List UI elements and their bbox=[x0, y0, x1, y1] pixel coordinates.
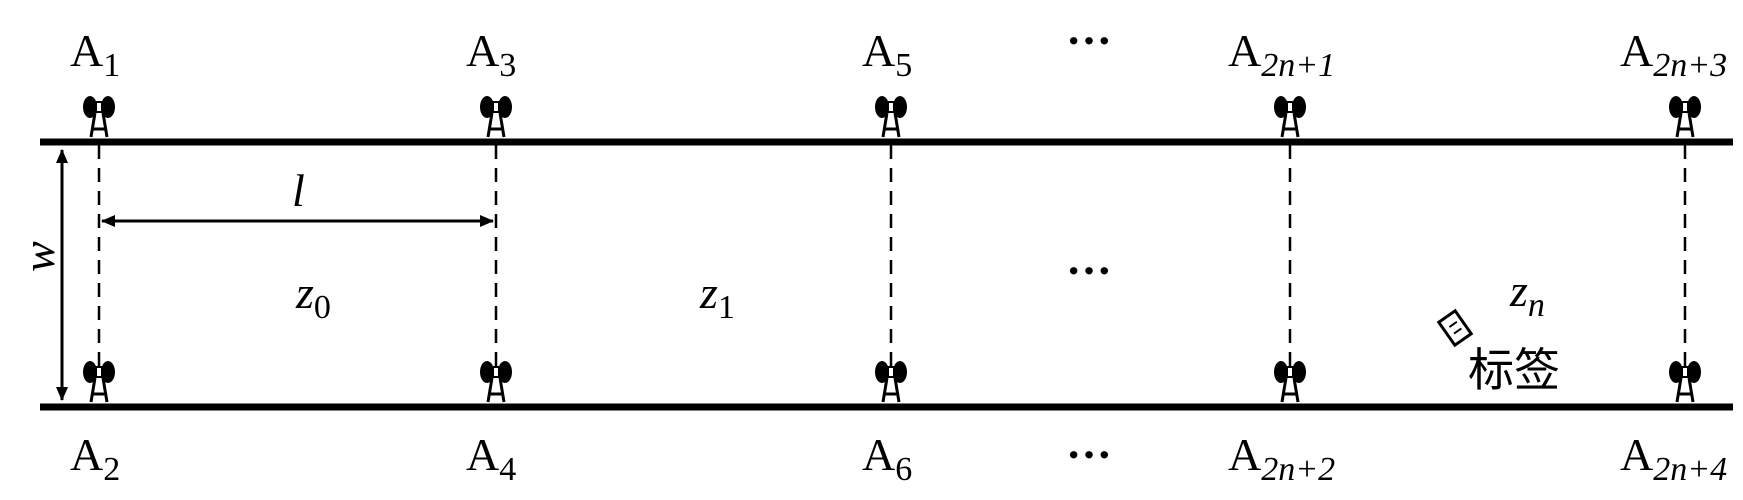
antenna-icon bbox=[873, 359, 909, 404]
antenna-icon bbox=[81, 359, 117, 404]
ellipsis: ··· bbox=[1066, 429, 1113, 480]
anchor-label-top: A1 bbox=[70, 25, 121, 84]
tag-label: 标签 bbox=[1468, 343, 1560, 397]
anchor-label-bottom: A6 bbox=[862, 429, 913, 488]
zone-label: z1 bbox=[700, 267, 735, 326]
antenna-icon bbox=[873, 94, 909, 139]
antenna-icon bbox=[478, 359, 514, 404]
anchor-label-bottom: A2n+2 bbox=[1228, 429, 1336, 488]
anchor-label-top: A3 bbox=[466, 25, 517, 84]
antenna-icon bbox=[81, 94, 117, 139]
zone-label: zn bbox=[1510, 265, 1545, 324]
anchor-label-bottom: A2n+4 bbox=[1620, 429, 1728, 488]
ellipsis: ··· bbox=[1066, 15, 1113, 66]
anchor-label-bottom: A2 bbox=[70, 429, 121, 488]
ellipsis: ··· bbox=[1066, 245, 1113, 296]
antenna-icon bbox=[1272, 359, 1308, 404]
zone-label: z0 bbox=[296, 267, 331, 326]
antenna-icon bbox=[478, 94, 514, 139]
anchor-label-top: A2n+1 bbox=[1228, 25, 1336, 84]
anchor-label-top: A2n+3 bbox=[1620, 25, 1728, 84]
antenna-icon bbox=[1667, 94, 1703, 139]
spacing-label: l bbox=[292, 165, 305, 216]
tag-icon bbox=[1436, 308, 1474, 348]
width-label: w bbox=[13, 241, 64, 272]
anchor-label-bottom: A4 bbox=[466, 429, 517, 488]
antenna-icon bbox=[1272, 94, 1308, 139]
antenna-icon bbox=[1667, 359, 1703, 404]
anchor-label-top: A5 bbox=[862, 25, 913, 84]
